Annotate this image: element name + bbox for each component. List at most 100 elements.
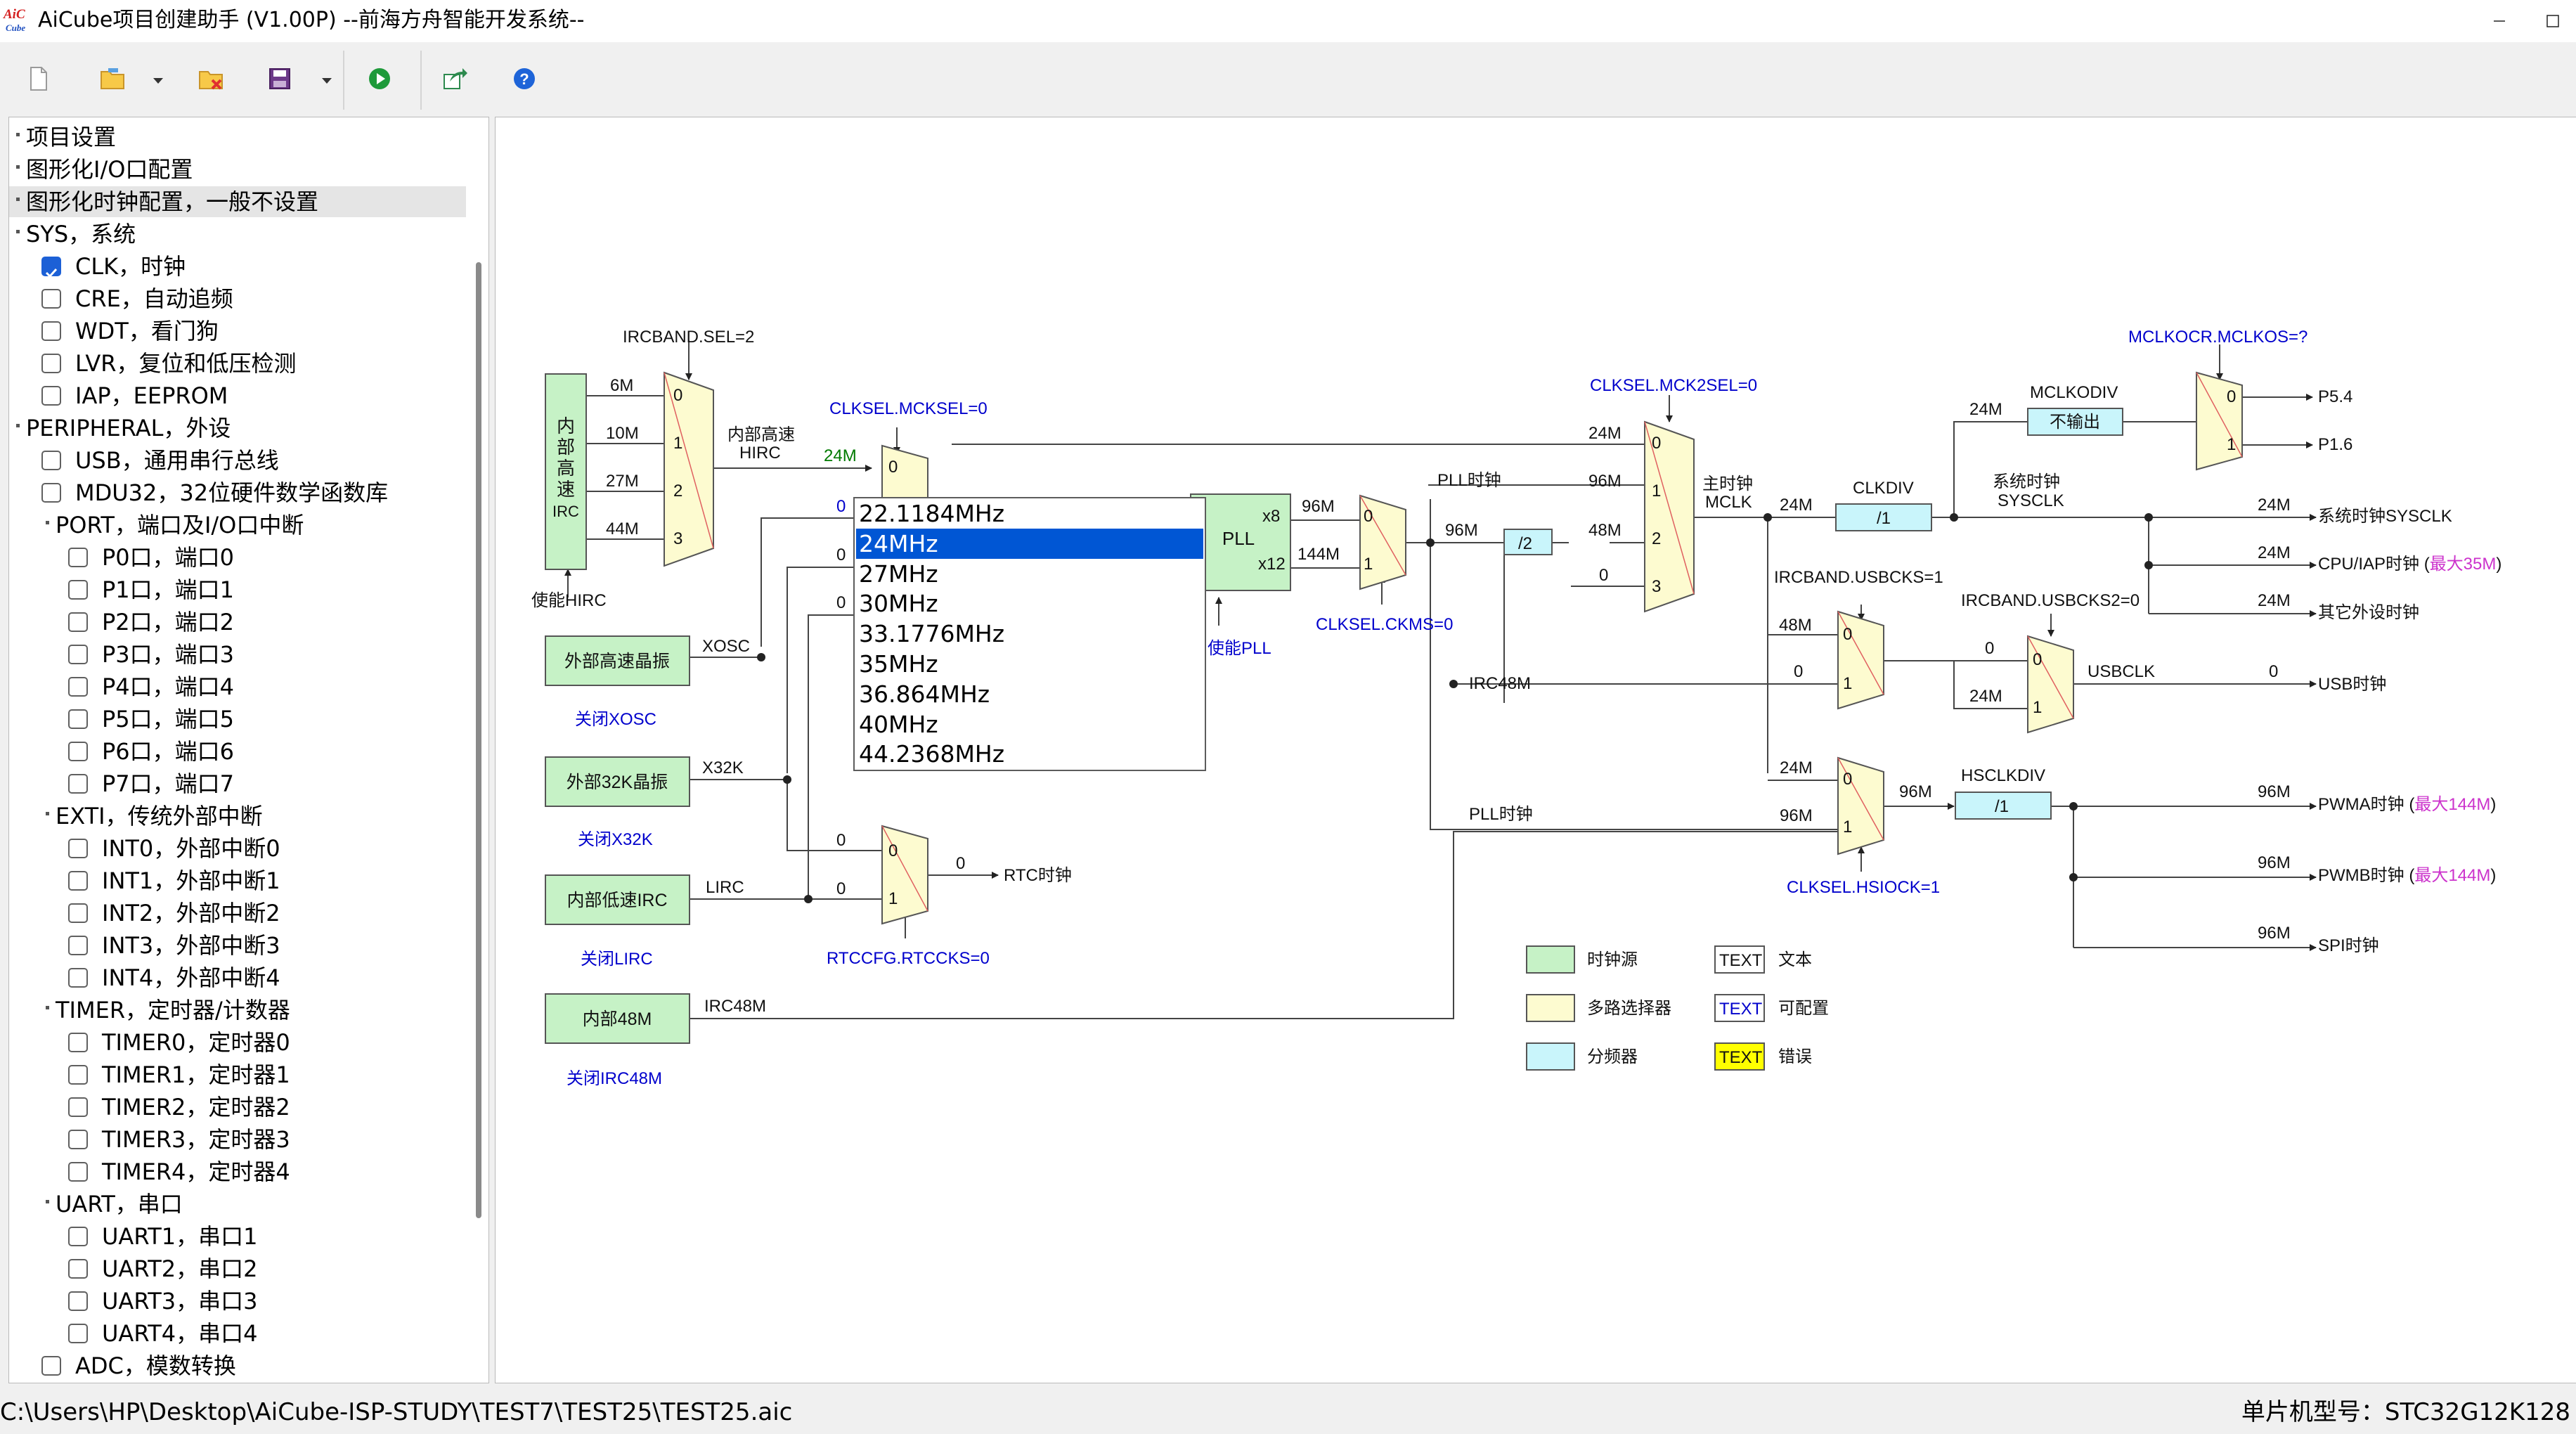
tree-item[interactable]: PORT，端口及I/O口中断	[9, 510, 466, 541]
checkbox-icon[interactable]	[41, 354, 61, 373]
tree-item[interactable]: P6口，端口6	[9, 736, 466, 767]
ircband-usbcks-label[interactable]: IRCBAND.USBCKS=1	[1774, 568, 1943, 587]
tree-item[interactable]: INT3，外部中断3	[9, 930, 466, 961]
tree-item[interactable]: UART1，串口1	[9, 1221, 466, 1252]
dropdown-option[interactable]: 40MHz	[859, 710, 938, 738]
dropdown-option[interactable]: 44.2368MHz	[859, 740, 1005, 768]
save-icon[interactable]	[260, 59, 299, 98]
hsclkdiv-box[interactable]	[1955, 792, 2052, 820]
checkbox-icon[interactable]	[68, 1259, 88, 1279]
tree-item[interactable]: UART4，串口4	[9, 1318, 466, 1349]
tree-item[interactable]: TIMER3，定时器3	[9, 1124, 466, 1155]
tree-item[interactable]: UART，串口	[9, 1189, 466, 1220]
tree-item[interactable]: CLK，时钟	[9, 251, 466, 282]
export-icon[interactable]	[434, 59, 474, 98]
tree-item[interactable]: TIMER4，定时器4	[9, 1156, 466, 1187]
checkbox-icon[interactable]	[68, 1162, 88, 1182]
pll-div2-box[interactable]	[1503, 529, 1553, 555]
clkdiv-box[interactable]	[1835, 503, 1932, 531]
tree-item[interactable]: INT0，外部中断0	[9, 833, 466, 864]
hirc-source-box[interactable]	[545, 373, 587, 570]
clksel-ckms-label[interactable]: CLKSEL.CKMS=0	[1316, 615, 1453, 634]
mclkodiv-value[interactable]: 不输出	[2050, 413, 2100, 432]
checkbox-icon[interactable]	[68, 548, 88, 567]
tree-item[interactable]: INT1，外部中断1	[9, 865, 466, 896]
checkbox-icon[interactable]	[41, 386, 61, 406]
checkbox-icon[interactable]	[68, 645, 88, 664]
close-x32k-label[interactable]: 关闭X32K	[578, 830, 653, 849]
open-folder-icon[interactable]	[93, 59, 132, 98]
rtccfg-label[interactable]: RTCCFG.RTCCKS=0	[827, 949, 990, 968]
pll-box[interactable]	[1190, 493, 1291, 591]
tree-scrollbar[interactable]	[476, 262, 481, 1218]
clkdiv-value[interactable]: /1	[1877, 509, 1891, 528]
pll-div2-label[interactable]: /2	[1518, 534, 1532, 553]
checkbox-icon[interactable]	[41, 289, 61, 309]
checkbox-icon[interactable]	[68, 903, 88, 923]
enable-hirc-label[interactable]: 使能HIRC	[531, 591, 607, 610]
enable-pll-label[interactable]: 使能PLL	[1208, 639, 1271, 658]
checkbox-icon[interactable]	[41, 321, 61, 341]
irc48m-source-box[interactable]	[545, 993, 690, 1044]
x32k-source-box[interactable]	[545, 756, 690, 807]
checkbox-icon[interactable]	[68, 1033, 88, 1052]
tree-item[interactable]: MDU32，32位硬件数学函数库	[9, 477, 466, 508]
close-irc48m-label[interactable]: 关闭IRC48M	[567, 1069, 662, 1088]
tree-item[interactable]: 图形化I/O口配置	[9, 154, 466, 185]
dropdown-option[interactable]: 35MHz	[859, 650, 938, 678]
ircband-usbcks2-label[interactable]: IRCBAND.USBCKS2=0	[1961, 591, 2140, 610]
tree-item[interactable]: USB，通用串行总线	[9, 445, 466, 476]
checkbox-checked-icon[interactable]	[41, 257, 61, 278]
checkbox-icon[interactable]	[68, 936, 88, 955]
hirc-mux[interactable]	[664, 371, 714, 567]
tree-item[interactable]: TIMER，定时器/计数器	[9, 995, 466, 1026]
checkbox-icon[interactable]	[68, 839, 88, 858]
checkbox-icon[interactable]	[41, 1356, 61, 1376]
checkbox-icon[interactable]	[68, 968, 88, 988]
checkbox-icon[interactable]	[68, 1130, 88, 1149]
run-icon[interactable]	[360, 59, 399, 98]
checkbox-icon[interactable]	[68, 1227, 88, 1246]
checkbox-icon[interactable]	[68, 1065, 88, 1085]
checkbox-icon[interactable]	[68, 742, 88, 761]
xosc-source-box[interactable]	[545, 635, 690, 686]
lirc-source-box[interactable]	[545, 874, 690, 925]
tree-item[interactable]: WDT，看门狗	[9, 316, 466, 347]
tree-item[interactable]: TIMER1，定时器1	[9, 1059, 466, 1090]
checkbox-icon[interactable]	[68, 709, 88, 729]
tree-item[interactable]: P0口，端口0	[9, 542, 466, 573]
close-xosc-label[interactable]: 关闭XOSC	[575, 710, 656, 729]
new-file-icon[interactable]	[18, 59, 58, 98]
dropdown-option[interactable]: 33.1776MHz	[859, 620, 1005, 648]
tree-item[interactable]: P2口，端口2	[9, 607, 466, 638]
tree-item[interactable]: ADC，模数转换	[9, 1350, 466, 1381]
tree-item[interactable]: P4口，端口4	[9, 671, 466, 702]
clksel-mck2sel-label[interactable]: CLKSEL.MCK2SEL=0	[1590, 376, 1757, 395]
checkbox-icon[interactable]	[68, 580, 88, 600]
save-dropdown-arrow-icon[interactable]	[318, 72, 336, 90]
clksel-hsiock-label[interactable]: CLKSEL.HSIOCK=1	[1787, 878, 1940, 897]
tree-item[interactable]: P1口，端口1	[9, 574, 466, 605]
tree-item[interactable]: SYS，系统	[9, 219, 466, 250]
tree-item[interactable]: TIMER0，定时器0	[9, 1027, 466, 1058]
checkbox-icon[interactable]	[41, 483, 61, 503]
tree-item[interactable]: P3口，端口3	[9, 639, 466, 670]
tree-item[interactable]: P5口，端口5	[9, 704, 466, 735]
dropdown-option[interactable]: 27MHz	[859, 560, 938, 588]
clksel-mcksel-label[interactable]: CLKSEL.MCKSEL=0	[829, 399, 988, 418]
checkbox-icon[interactable]	[68, 677, 88, 697]
maximize-button[interactable]	[2530, 0, 2576, 42]
tree-item[interactable]: 图形化时钟配置，一般不设置	[9, 186, 466, 217]
checkbox-icon[interactable]	[68, 774, 88, 794]
checkbox-icon[interactable]	[68, 1291, 88, 1311]
rtccks-mux[interactable]	[881, 825, 928, 925]
close-lirc-label[interactable]: 关闭LIRC	[581, 950, 653, 969]
close-file-icon[interactable]	[191, 59, 231, 98]
checkbox-icon[interactable]	[68, 612, 88, 632]
mclkodiv-box[interactable]	[2027, 408, 2123, 436]
tree-item[interactable]: P7口，端口7	[9, 768, 466, 799]
tree-item[interactable]: IAP，EEPROM	[9, 380, 466, 411]
tree-item[interactable]: INT2，外部中断2	[9, 898, 466, 929]
tree-item[interactable]: EXTI，传统外部中断	[9, 801, 466, 832]
